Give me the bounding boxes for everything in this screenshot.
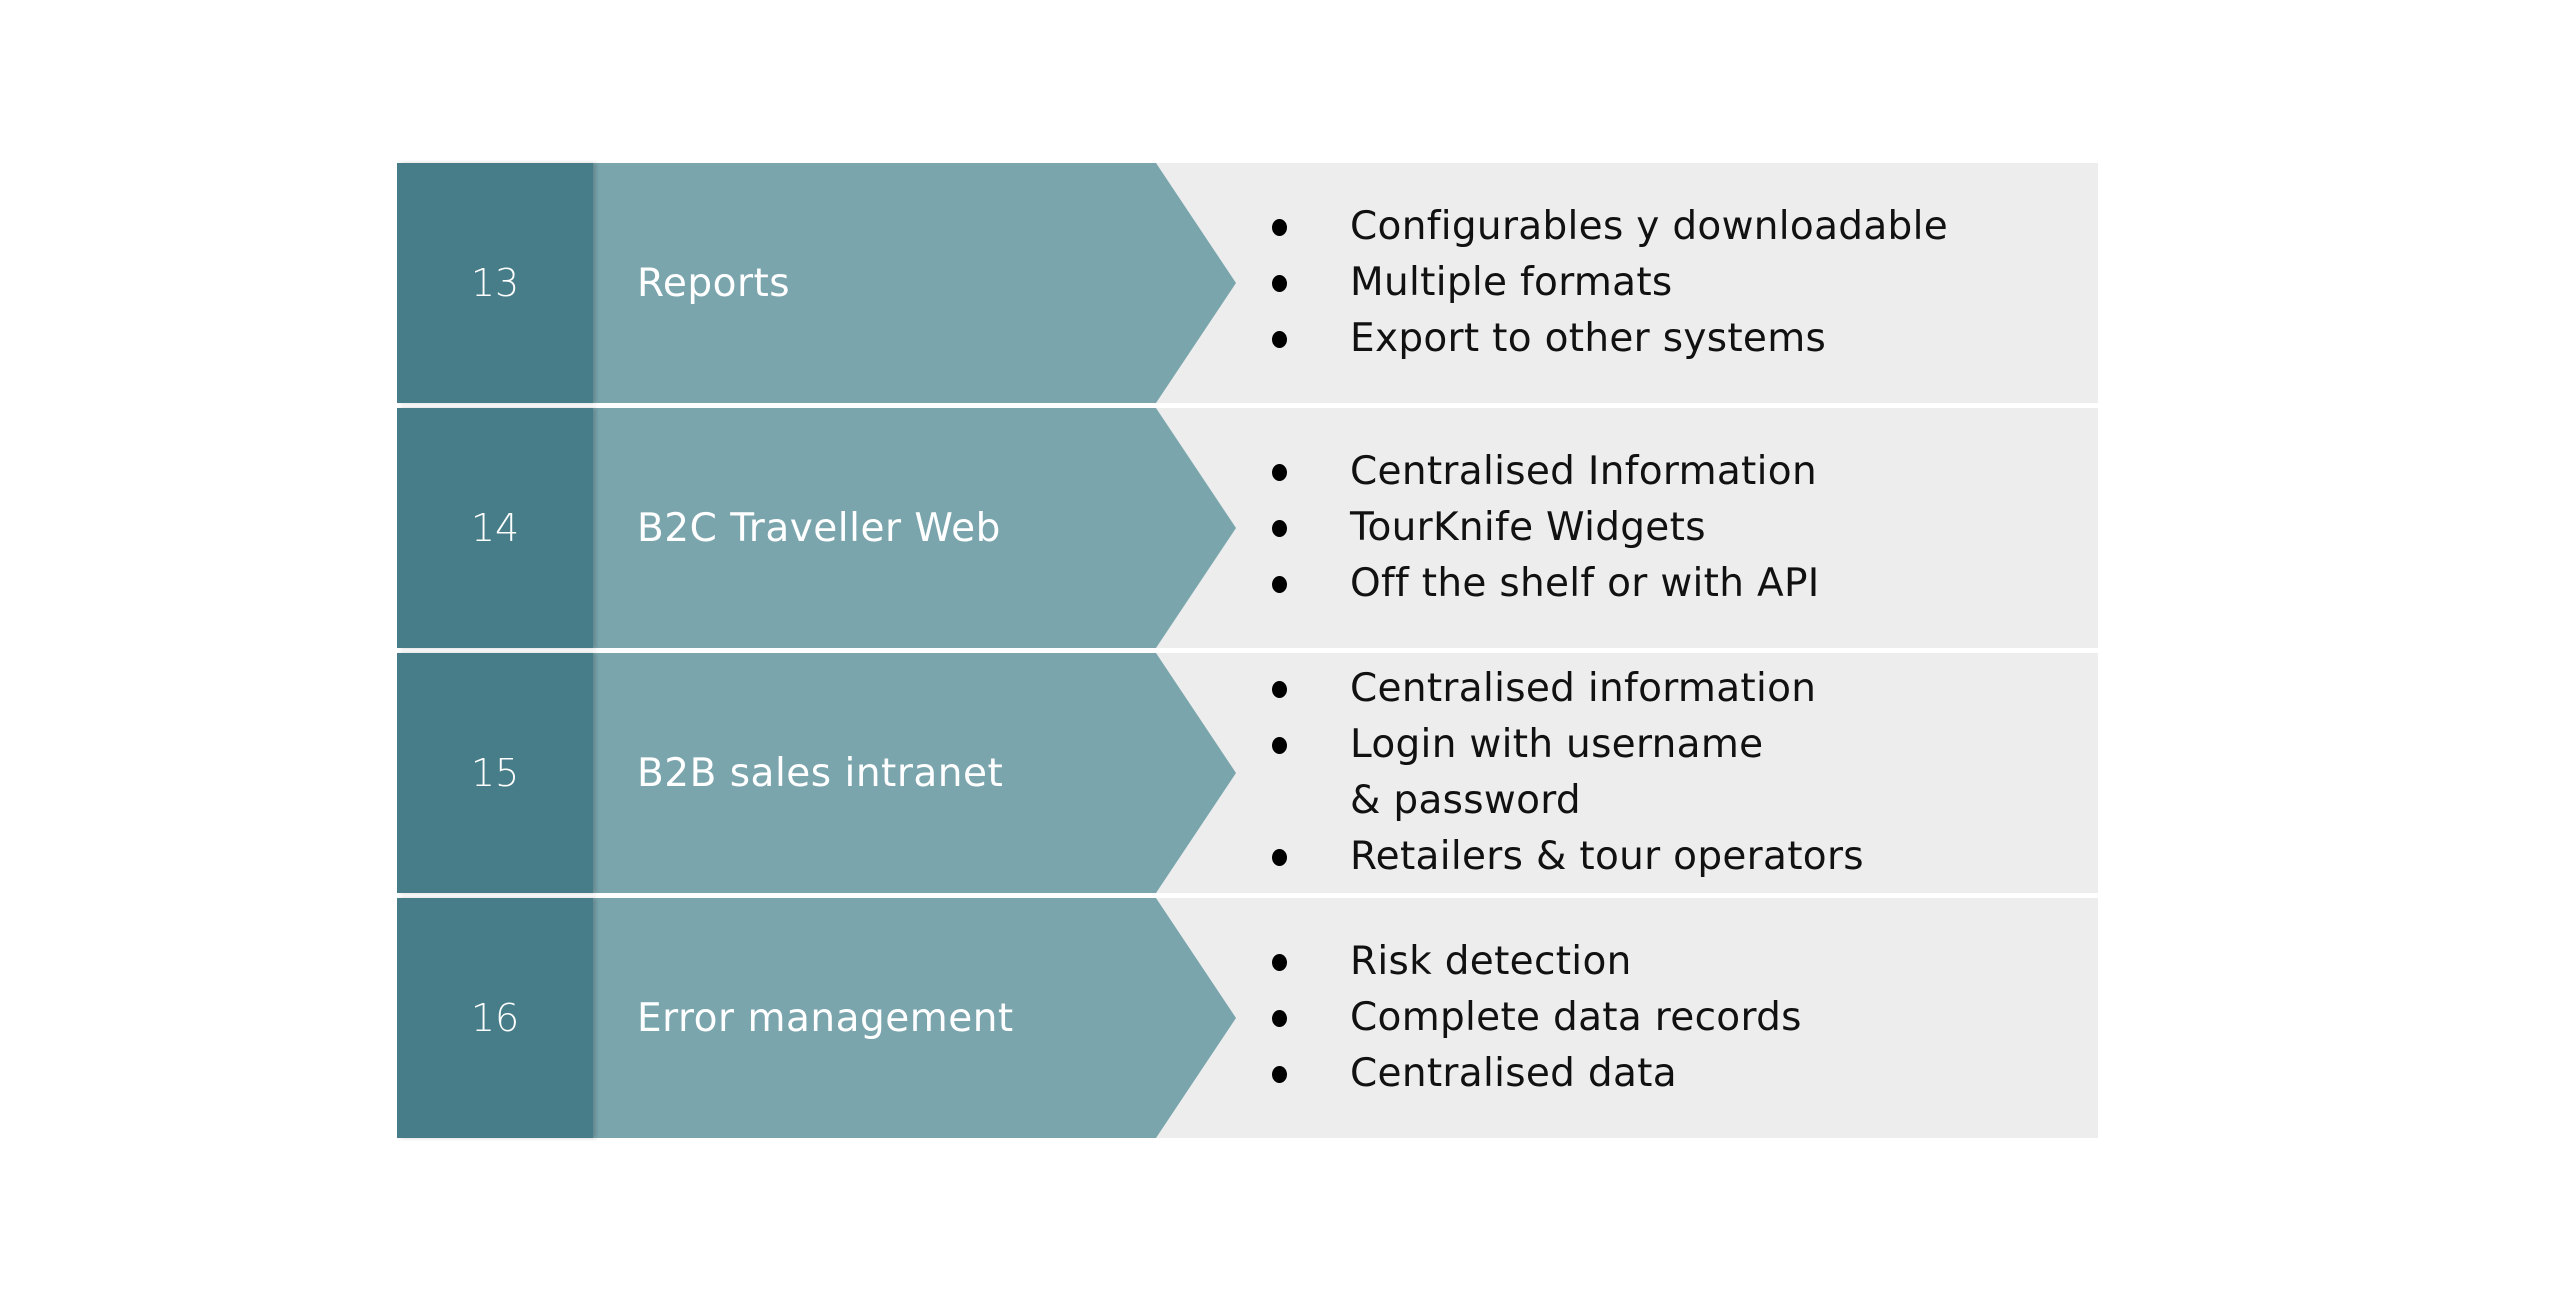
row-number: 13: [397, 163, 593, 403]
bullet-item: Centralised information: [1272, 661, 1864, 717]
chevron-shape: [593, 408, 1236, 648]
bullet-item: Complete data records: [1272, 990, 1802, 1046]
chevron-shape: [593, 898, 1236, 1138]
bullet-item: Centralised data: [1272, 1046, 1802, 1102]
bullet-item: Configurables y downloadable: [1272, 199, 1948, 255]
bullet-item: Multiple formats: [1272, 255, 1948, 311]
row-number: 15: [397, 653, 593, 893]
bullet-item: Off the shelf or with API: [1272, 556, 1820, 612]
chevron-shape: [593, 653, 1236, 893]
row-label: B2B sales intranet: [637, 750, 1004, 796]
chevron-shape: [593, 163, 1236, 403]
feature-row: 15 B2B sales intranet Centralised inform…: [397, 653, 2098, 893]
row-number: 16: [397, 898, 593, 1138]
feature-row: 14 B2C Traveller Web Centralised Informa…: [397, 408, 2098, 648]
bullet-item: Export to other systems: [1272, 311, 1948, 367]
row-label: Error management: [637, 995, 1014, 1041]
bullet-item: Risk detection: [1272, 934, 1802, 990]
bullet-item: Centralised Information: [1272, 444, 1820, 500]
bullet-item: Login with username & password: [1272, 717, 1864, 829]
row-label: Reports: [637, 260, 791, 306]
bullet-item: TourKnife Widgets: [1272, 500, 1820, 556]
row-label: B2C Traveller Web: [637, 505, 1001, 551]
bullet-item: Retailers & tour operators: [1272, 829, 1864, 885]
row-number: 14: [397, 408, 593, 648]
